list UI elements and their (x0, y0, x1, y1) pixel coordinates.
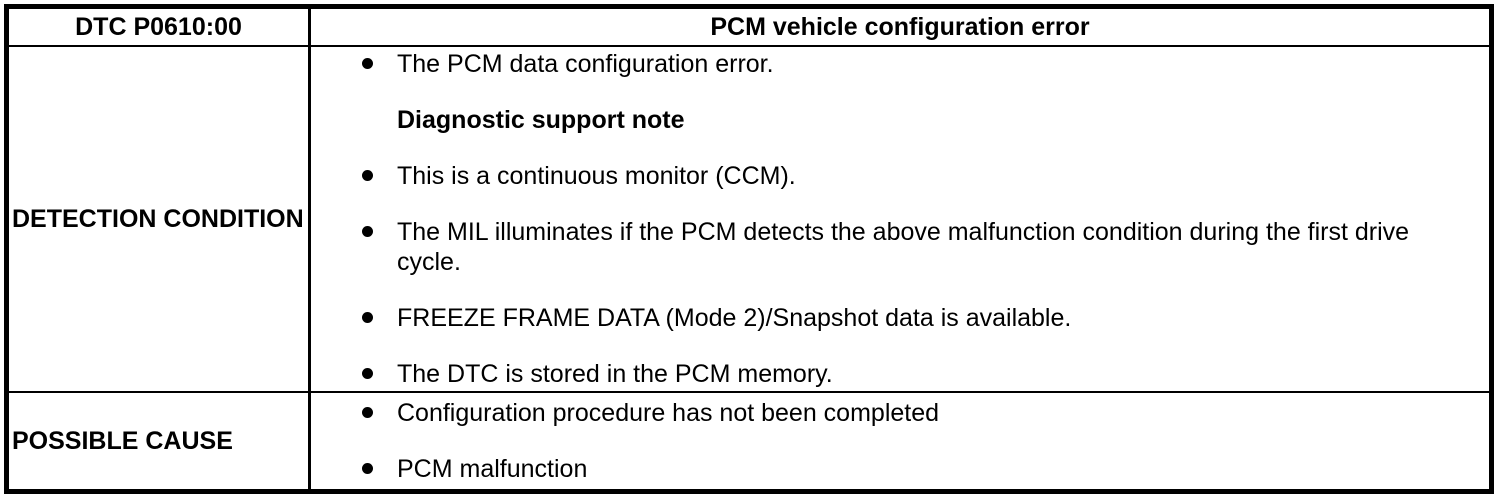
list-item: This is a continuous monitor (CCM). (311, 161, 1469, 191)
list-item-text: The MIL illuminates if the PCM detects t… (397, 218, 1410, 276)
bullet-icon (362, 312, 373, 323)
bullet-icon (362, 226, 373, 237)
bullet-icon (362, 170, 373, 181)
detection-condition-content: The PCM data configuration error. Diagno… (311, 47, 1489, 393)
list-item: PCM malfunction (311, 454, 1469, 484)
list-item-text: This is a continuous monitor (CCM). (397, 162, 796, 190)
row-label-possible-cause: POSSIBLE CAUSE (9, 393, 311, 489)
list-item-text: PCM malfunction (397, 455, 588, 483)
diagnostic-support-note-heading: Diagnostic support note (397, 106, 685, 134)
list-item: Configuration procedure has not been com… (311, 398, 1469, 428)
possible-cause-content: Configuration procedure has not been com… (311, 393, 1489, 489)
bullet-icon (362, 407, 373, 418)
list-item: The PCM data configuration error. (311, 49, 1469, 79)
dtc-table: DTC P0610:00 PCM vehicle configuration e… (4, 4, 1494, 494)
list-item: The DTC is stored in the PCM memory. (311, 359, 1469, 389)
list-item-text: Configuration procedure has not been com… (397, 399, 940, 427)
dtc-title-cell: PCM vehicle configuration error (311, 9, 1489, 47)
bullet-icon (362, 58, 373, 69)
dtc-code-cell: DTC P0610:00 (9, 9, 311, 47)
bullet-icon (362, 368, 373, 379)
list-item-text: FREEZE FRAME DATA (Mode 2)/Snapshot data… (397, 304, 1072, 332)
list-item-text: The DTC is stored in the PCM memory. (397, 360, 833, 388)
row-label-detection-condition: DETECTION CONDITION (9, 47, 311, 393)
bullet-icon (362, 463, 373, 474)
list-item-text: The PCM data configuration error. (397, 50, 774, 78)
list-item: FREEZE FRAME DATA (Mode 2)/Snapshot data… (311, 303, 1469, 333)
list-item: The MIL illuminates if the PCM detects t… (311, 217, 1469, 277)
